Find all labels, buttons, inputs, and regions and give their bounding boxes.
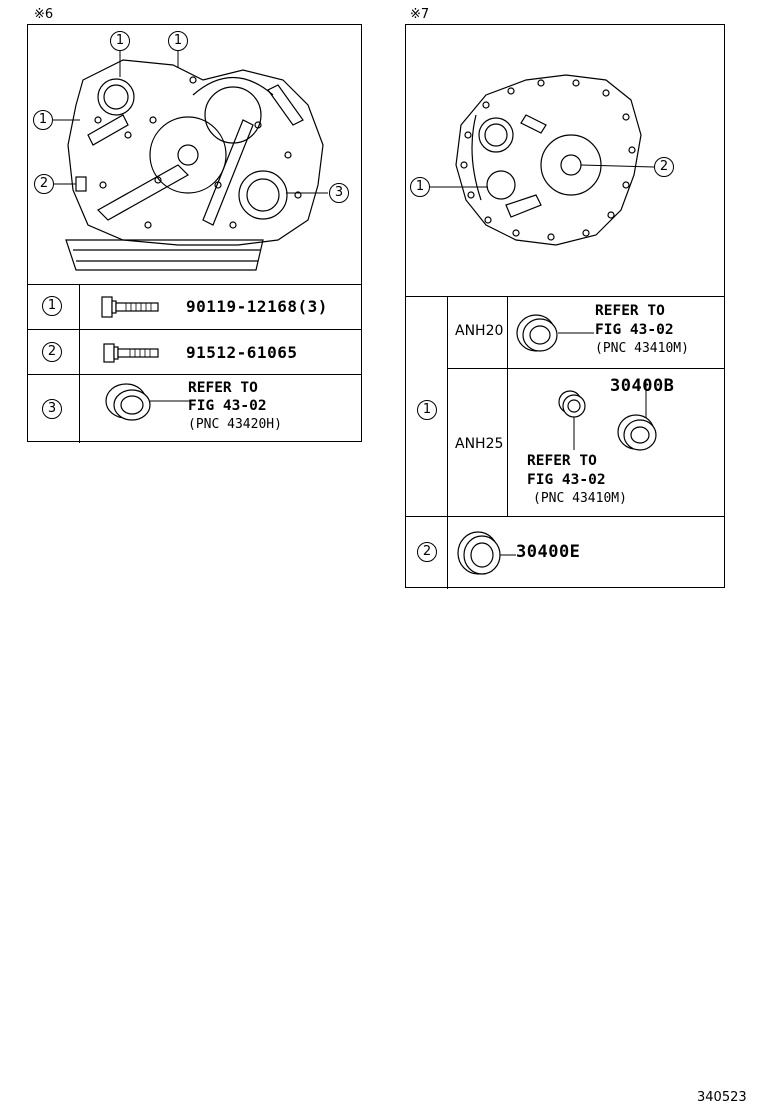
- left-row-2: 2 91512-61065: [28, 329, 361, 374]
- left-panel: 1 1 1 2 3 1 90119-12168(3) 2: [27, 24, 362, 443]
- right-panel: 1 2 1 ANH20 REFER TO FIG 43-02 (PNC 4341…: [405, 24, 725, 589]
- figure-id: 340523: [697, 1090, 747, 1105]
- right-row-2-number: 2: [417, 542, 437, 562]
- seal-set-icon: [558, 380, 657, 451]
- left-callout-2: 2: [34, 174, 54, 194]
- variant-anh20: ANH20 REFER TO FIG 43-02 (PNC 43410M): [448, 297, 724, 369]
- oil-seal-icon: [516, 314, 594, 352]
- left-callout-1-side: 1: [33, 110, 53, 130]
- left-row-1-number: 1: [42, 296, 62, 316]
- right-callout-1: 1: [410, 177, 430, 197]
- left-callout-1-top-b: 1: [168, 31, 188, 51]
- variant-anh25-ref-line-1: REFER TO: [527, 453, 597, 469]
- bolt-icon: [103, 343, 159, 363]
- variant-anh25-ref-line-3: (PNC 43410M): [533, 491, 627, 506]
- left-row-3-ref-line-3: (PNC 43420H): [188, 417, 282, 432]
- variant-anh20-model: ANH20: [455, 323, 504, 339]
- left-callout-1-top-a: 1: [110, 31, 130, 51]
- variant-anh20-ref-line-3: (PNC 43410M): [595, 341, 689, 356]
- right-row-1: 1 ANH20 REFER TO FIG 43-02 (PNC 43410M) …: [406, 296, 724, 517]
- left-row-3-number: 3: [42, 399, 62, 419]
- right-section-mark: ※7: [410, 7, 430, 22]
- left-row-3: 3 REFER TO FIG 43-02 (PNC 43420H): [28, 374, 361, 443]
- left-row-1: 1 90119-12168(3): [28, 284, 361, 329]
- variant-anh20-ref-line-1: REFER TO: [595, 303, 665, 319]
- right-row-2-part-number: 30400E: [516, 542, 581, 562]
- left-row-2-part-number: 91512-61065: [186, 343, 298, 362]
- left-section-mark: ※6: [34, 7, 54, 22]
- oil-seal-icon: [457, 531, 516, 575]
- left-callout-3: 3: [329, 183, 349, 203]
- left-transaxle-illustration: [53, 51, 328, 271]
- variant-anh25-model: ANH25: [455, 436, 504, 452]
- left-row-3-ref-line-1: REFER TO: [188, 380, 258, 396]
- right-transaxle-illustration: [430, 74, 655, 246]
- right-callout-2: 2: [654, 157, 674, 177]
- left-row-2-number: 2: [42, 342, 62, 362]
- variant-anh25: ANH25 30400B REFER TO FIG 43-02 (PNC 4: [448, 368, 724, 517]
- variant-anh20-ref-line-2: FIG 43-02: [595, 322, 674, 338]
- right-row-1-number: 1: [417, 400, 437, 420]
- left-row-1-part-number: 90119-12168(3): [186, 297, 328, 316]
- left-row-3-ref-line-2: FIG 43-02: [188, 398, 267, 414]
- variant-anh25-part-number: 30400B: [610, 376, 675, 396]
- variant-anh25-ref-line-2: FIG 43-02: [527, 472, 606, 488]
- oil-seal-icon: [105, 383, 190, 421]
- flange-bolt-icon: [101, 296, 159, 318]
- right-row-2: 2 30400E: [406, 516, 724, 589]
